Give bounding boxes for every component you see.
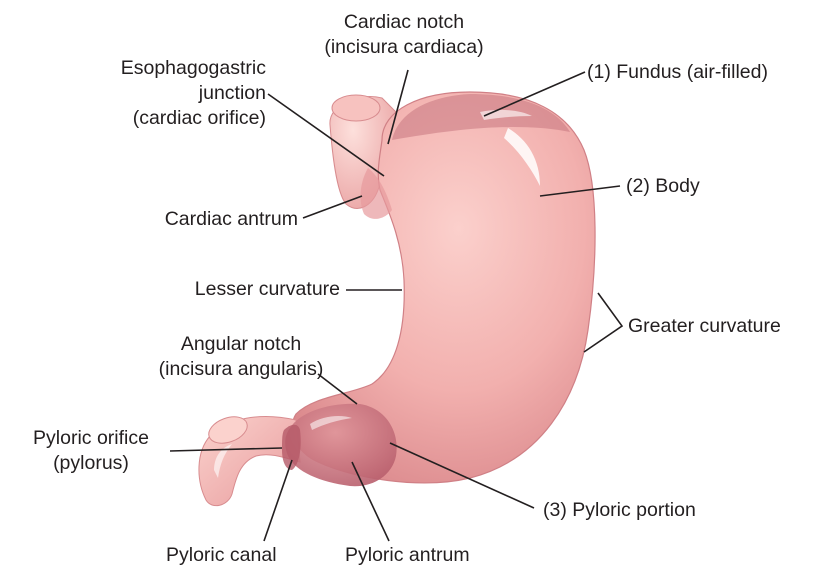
- label-angular-notch-line1: Angular notch: [140, 332, 342, 357]
- label-lesser-curvature: Lesser curvature: [130, 277, 340, 302]
- label-esophagogastric-junction: Esophagogastric junction (cardiac orific…: [60, 56, 266, 131]
- label-angular-notch-line2: (incisura angularis): [140, 357, 342, 382]
- label-esophagogastric-junction-line2: junction: [60, 81, 266, 106]
- label-pyloric-canal: Pyloric canal: [166, 543, 277, 568]
- esophagus-opening: [332, 95, 380, 121]
- label-angular-notch: Angular notch (incisura angularis): [140, 332, 342, 382]
- label-esophagogastric-junction-line3: (cardiac orifice): [60, 106, 266, 131]
- label-cardiac-antrum: Cardiac antrum: [100, 207, 298, 232]
- label-cardiac-notch-line2: (incisura cardiaca): [298, 35, 510, 60]
- label-fundus: (1) Fundus (air-filled): [587, 60, 768, 85]
- label-pyloric-orifice: Pyloric orifice (pylorus): [12, 426, 170, 476]
- label-pyloric-orifice-line1: Pyloric orifice: [12, 426, 170, 451]
- label-cardiac-notch: Cardiac notch (incisura cardiaca): [298, 10, 510, 60]
- label-pyloric-portion: (3) Pyloric portion: [543, 498, 696, 523]
- label-cardiac-notch-line1: Cardiac notch: [298, 10, 510, 35]
- label-esophagogastric-junction-line1: Esophagogastric: [60, 56, 266, 81]
- label-pyloric-antrum: Pyloric antrum: [345, 543, 470, 568]
- label-pyloric-orifice-line2: (pylorus): [12, 451, 170, 476]
- label-body: (2) Body: [626, 174, 700, 199]
- leader-pyloric-canal: [264, 460, 292, 541]
- label-greater-curvature: Greater curvature: [628, 314, 781, 339]
